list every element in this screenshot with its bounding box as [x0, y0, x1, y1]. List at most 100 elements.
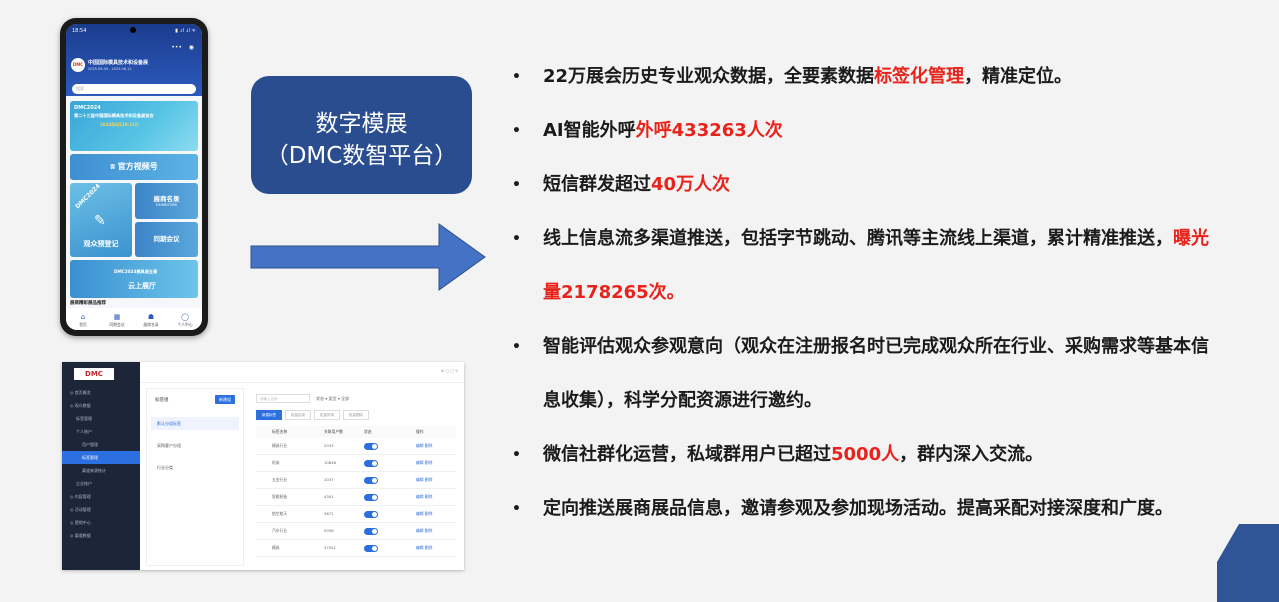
tab-label: 个人中心: [177, 322, 193, 327]
bullet-text: 线上信息流多渠道推送，包括字节跳动、腾讯等主流线上渠道，累计精准推送，: [543, 228, 1173, 249]
row-actions[interactable]: 编辑 删除: [416, 528, 433, 533]
bullet-item: •线上信息流多渠道推送，包括字节跳动、腾讯等主流线上渠道，累计精准推送，曝光量2…: [512, 212, 1212, 320]
status-time: 18:54: [72, 28, 87, 34]
status-toggle[interactable]: [364, 545, 378, 552]
register-card[interactable]: DMC2024 ✎ 观众预登记: [70, 183, 132, 257]
tag-count: 5058: [324, 528, 334, 533]
table-row: 汽车行业 5058 编辑 删除: [256, 523, 456, 540]
right-arrow-icon: [250, 223, 486, 291]
bullet-text: ，群内深入交流。: [899, 444, 1044, 465]
sidebar-item[interactable]: 企业账户: [76, 481, 92, 486]
tab-user[interactable]: ◯个人中心: [170, 313, 200, 328]
banner-tag: DMC2024: [74, 105, 101, 111]
search-input[interactable]: 搜索: [72, 84, 196, 94]
tab-calendar[interactable]: ▦同期会议: [102, 313, 132, 328]
tag-search-input[interactable]: 请输入名称: [256, 394, 310, 403]
sidebar-item[interactable]: ◎ 营销中心: [70, 520, 91, 525]
status-toggle[interactable]: [364, 494, 378, 501]
admin-dashboard: DMC ◎ 首页概览◎ 观众数据标签管理个人账户用户管理标签管理渠道来源统计企业…: [62, 362, 464, 570]
sidebar-item[interactable]: ◎ 观众数据: [70, 403, 91, 408]
featured-heading: 展商精彩展品推荐: [70, 301, 106, 306]
highlight-text: 5000人: [831, 444, 900, 465]
conference-card[interactable]: 同期会议: [135, 222, 198, 257]
bullet-item: •22万展会历史专业观众数据，全要素数据标签化管理，精准定位。: [512, 50, 1212, 104]
sidebar-item[interactable]: 渠道来源统计: [82, 468, 106, 473]
tag-count: 37041: [324, 545, 337, 550]
status-toggle[interactable]: [364, 528, 378, 535]
pill-title: 数字模展: [315, 111, 408, 137]
table-row: 模具 37041 编辑 删除: [256, 540, 456, 557]
sidebar-item[interactable]: 用户管理: [82, 442, 98, 447]
table-header-cell: 标签名称: [272, 429, 288, 434]
topbar-icons[interactable]: ⊕ ▢ ◻ ⚲: [440, 368, 458, 373]
tag-name: 汽车行业: [272, 528, 288, 533]
sidebar-item[interactable]: ◎ 活动管理: [70, 507, 91, 512]
tag-action-buttons: 新建标签批量启用批量停用批量删除: [256, 410, 369, 420]
event-banner[interactable]: DMC2024 第二十三届中国国际模具技术和设备展览会 2024年6月18-21…: [70, 101, 198, 151]
sidebar-item[interactable]: ◎ 内容管理: [70, 494, 91, 499]
dashboard-sidebar: DMC ◎ 首页概览◎ 观众数据标签管理个人账户用户管理标签管理渠道来源统计企业…: [62, 362, 140, 570]
status-toggle[interactable]: [364, 443, 378, 450]
bullet-dot: •: [512, 231, 521, 247]
tag-action-button[interactable]: 批量删除: [343, 410, 369, 420]
new-group-button[interactable]: 新建组: [215, 395, 235, 404]
tag-name: 模具: [272, 545, 280, 550]
sidebar-item[interactable]: 标签管理: [76, 416, 92, 421]
bullet-item: •短信群发超过40万人次: [512, 158, 1212, 212]
tag-group-item[interactable]: 默认分组标签: [151, 417, 239, 430]
exhibitor-sub: EXHIBITORS: [155, 203, 178, 207]
bullet-item: •AI智能外呼外呼433263人次: [512, 104, 1212, 158]
status-toggle[interactable]: [364, 511, 378, 518]
corner-decoration: [1217, 524, 1279, 602]
status-toggle[interactable]: [364, 460, 378, 467]
bullet-text: 22万展会历史专业观众数据，全要素数据: [543, 66, 875, 87]
row-actions[interactable]: 编辑 删除: [416, 477, 433, 482]
banner-title: 第二十三届中国国际模具技术和设备展览会: [74, 113, 154, 118]
tag-filters[interactable]: 状态 ▾ 类型 ▾ 全部: [316, 396, 350, 401]
user-icon: ◯: [181, 313, 189, 321]
tab-home[interactable]: ⌂首页: [68, 313, 98, 328]
row-actions[interactable]: 编辑 删除: [416, 545, 433, 550]
tag-table-panel: 请输入名称 状态 ▾ 类型 ▾ 全部 新建标签批量启用批量停用批量删除 标签名称…: [250, 388, 458, 564]
video-channel-label: 官方视频号: [117, 162, 158, 171]
more-icon[interactable]: •••: [171, 44, 182, 51]
tag-count: 10846: [324, 460, 337, 465]
sidebar-item[interactable]: ◎ 渠道数据: [70, 533, 91, 538]
close-target-icon[interactable]: ◉: [188, 44, 194, 51]
highlight-text: 外呼433263人次: [635, 120, 783, 141]
bullet-text: 智能评估观众参观意向（观众在注册报名时已完成观众所在行业、采购需求等基本信息收集…: [543, 336, 1209, 411]
home-icon: ⌂: [80, 313, 86, 321]
status-toggle[interactable]: [364, 477, 378, 484]
bullet-dot: •: [512, 123, 521, 139]
sidebar-item[interactable]: 个人账户: [76, 429, 92, 434]
highlight-text: 40万人次: [651, 174, 731, 195]
row-actions[interactable]: 编辑 删除: [416, 460, 433, 465]
register-tag: DMC2024: [74, 182, 102, 211]
tag-group-item[interactable]: 采购客户分组: [157, 443, 181, 448]
sidebar-item[interactable]: ◎ 首页概览: [70, 390, 91, 395]
bullet-text: 短信群发超过: [543, 174, 651, 195]
row-actions[interactable]: 编辑 删除: [416, 443, 433, 448]
dashboard-topbar: ⊕ ▢ ◻ ⚲: [140, 362, 464, 383]
tag-group-title: 标签组: [155, 398, 169, 403]
tag-group-panel: 标签组 新建组 默认分组标签采购客户分组行业分类: [146, 388, 244, 566]
calendar-icon: ▦: [113, 313, 121, 321]
cloud-hall-card[interactable]: DMC2024模具展全景 云上展厅: [70, 260, 198, 298]
sidebar-item[interactable]: 标签管理: [62, 451, 140, 464]
exhibitor-card[interactable]: 展商名录 EXHIBITORS: [135, 183, 198, 219]
tag-name: 五金行业: [272, 477, 288, 482]
tag-action-button[interactable]: 批量启用: [285, 410, 311, 420]
dashboard-logo: DMC: [74, 368, 114, 380]
row-actions[interactable]: 编辑 删除: [416, 511, 433, 516]
tag-group-item[interactable]: 行业分类: [157, 465, 173, 470]
row-actions[interactable]: 编辑 删除: [416, 494, 433, 499]
tag-action-button[interactable]: 批量停用: [314, 410, 340, 420]
table-header-cell: 状态: [364, 429, 372, 434]
sidebar-menu: ◎ 首页概览◎ 观众数据标签管理个人账户用户管理标签管理渠道来源统计企业账户◎ …: [62, 386, 140, 542]
tab-group[interactable]: ☗展商名录: [136, 313, 166, 328]
video-channel-card[interactable]: ʬ 官方视频号: [70, 154, 198, 180]
tag-action-button[interactable]: 新建标签: [256, 410, 282, 420]
